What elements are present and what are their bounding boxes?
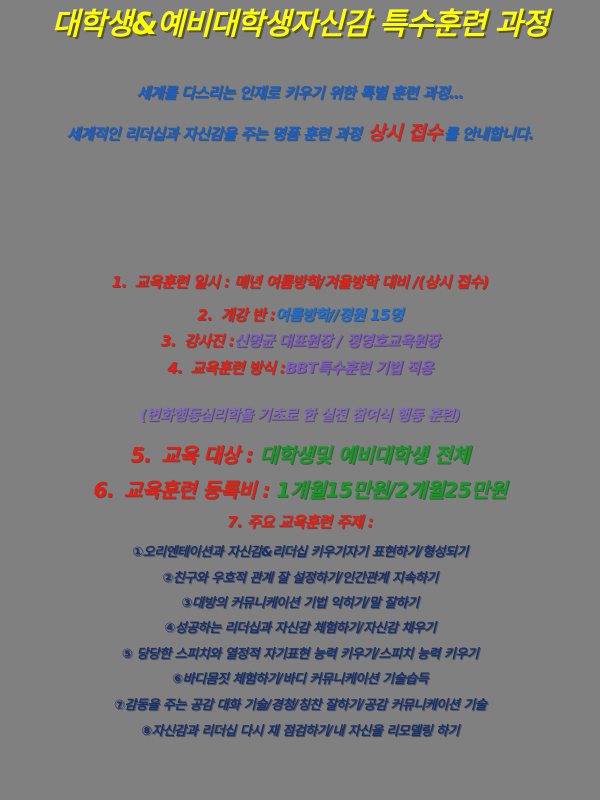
topic-item-7: ⑦감동을 주는 공감 대화 기술/경청/칭찬 잘하기/공감 커뮤니케이션 기술 [113, 698, 487, 713]
list-item-6-number: 6. [93, 478, 114, 502]
list-item-1: 1. 교육훈련 일시 : 매년 여름방학/겨울방학 대비 /(상시 접수) [0, 275, 600, 290]
list-item-5-value: 대학생및 예비대학생 전체 [259, 443, 470, 467]
subtitle-2-text-before: 세계적인 리더십과 자신감을 주는 명품 훈련 과정 [66, 125, 366, 143]
list-item-3: 3. 강사진 :신명균 대표원장 / 정영호교육원장 [0, 334, 600, 349]
list-item-4-number: 4. [167, 359, 183, 377]
list-item-6: 6. 교육훈련 등록비 : 1개월15만원/2개월25만원 [0, 480, 600, 500]
list-item-2-label: 개강 반 : [220, 306, 276, 324]
list-item-1-number: 1. [111, 273, 128, 291]
list-item-2-value: 여름방학//정원 15명 [275, 306, 403, 324]
subtitle-2-text-after: 를 안내합니다. [443, 125, 534, 143]
list-item-2: 2. 개강 반 :여름방학//정원 15명 [0, 308, 600, 323]
list-item-4-value: BBT특수훈련 기법 적용 [285, 359, 433, 377]
list-item-1-label: 교육훈련 일시 : [134, 273, 230, 291]
subtitle-line-1: 세계를 다스리는 인재로 키우기 위한 특별 훈련 과정… [136, 84, 464, 102]
list-item-6-label: 교육훈련 등록비 : [123, 478, 270, 502]
list-item-5: 5. 교육 대상 : 대학생및 예비대학생 전체 [0, 445, 600, 465]
list-item-1-value: 매년 여름방학/겨울방학 대비 /(상시 접수) [234, 273, 489, 291]
page-title: 대학생&예비대학생자신감 특수훈련 과정 [51, 7, 549, 42]
topic-item-3: ③대방의 커뮤니케이션 기법 익히기/말 잘하기 [181, 596, 419, 611]
list-item-2-number: 2. [197, 306, 213, 324]
list-item-3-value: 신명균 대표원장 / 정영호교육원장 [233, 332, 440, 350]
topic-item-1: ①오리엔테이션과 자신감&리더십 키우기자기 표현하기/형성되기 [132, 545, 468, 560]
topic-item-4: ④성공하는 리더십과 자신감 체험하기/자신감 채우기 [164, 621, 436, 636]
list-item-4-label: 교육훈련 방식 : [190, 359, 286, 377]
topic-item-5: ⑤ 당당한 스피치와 열정적 자기표현 능력 키우기/스피치 능력 키우기 [121, 647, 479, 662]
training-method-note: (변화행동심리학을 기초로 한 실전 참여식 행동 훈련) [139, 406, 461, 424]
list-item-3-number: 3. [160, 332, 177, 350]
list-item-4: 4. 교육훈련 방식 :BBT특수훈련 기법 적용 [0, 361, 600, 376]
list-item-7-number: 7. [227, 513, 243, 531]
topic-item-2: ②친구와 우호적 관계 잘 설정하기/인간관계 지속하기 [162, 571, 438, 586]
list-item-7: 7. 주요 교육훈련 주제 : [0, 515, 600, 530]
topic-item-6: ⑥바디몸짓 체험하기/바디 커뮤니케이션 기술습득 [171, 672, 429, 687]
list-item-5-number: 5. [130, 443, 152, 467]
list-item-6-value: 1개월15만원/2개월25만원 [276, 478, 507, 502]
subtitle-2-highlight: 상시 접수 [367, 122, 443, 144]
list-item-3-label: 강사진 : [183, 332, 235, 350]
list-item-7-label: 주요 교육훈련 주제 : [246, 513, 374, 531]
topic-item-8: ⑧자신감과 리더십 다시 재 점검하기/내 자신을 리모델링 하기 [141, 724, 459, 739]
list-item-5-label: 교육 대상 : [161, 443, 254, 467]
